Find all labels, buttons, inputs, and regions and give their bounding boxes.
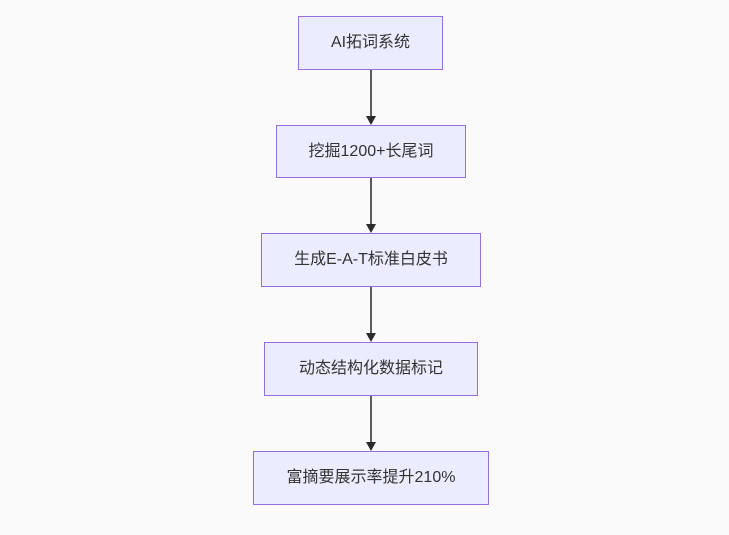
node-rich-snippet-uplift: 富摘要展示率提升210%: [253, 451, 489, 505]
node-ai-keyword-system: AI拓词系统: [298, 16, 443, 70]
flow-arrow-2: [364, 178, 377, 233]
arrowhead-down-icon: [365, 333, 376, 342]
flow-arrow-3: [364, 287, 377, 342]
node-longtail-keyword-mining: 挖掘1200+长尾词: [276, 125, 466, 178]
node-structured-data-markup: 动态结构化数据标记: [264, 342, 478, 396]
node-label: 富摘要展示率提升210%: [286, 469, 456, 487]
flow-arrow-1: [364, 70, 377, 125]
arrowhead-down-icon: [365, 116, 376, 125]
arrow-line: [369, 70, 372, 116]
node-label: AI拓词系统: [330, 34, 411, 52]
arrow-line: [369, 287, 372, 333]
node-label: 挖掘1200+长尾词: [308, 142, 434, 160]
flow-arrow-4: [364, 396, 377, 451]
arrowhead-down-icon: [365, 224, 376, 233]
node-eat-whitepaper: 生成E-A-T标准白皮书: [261, 233, 481, 287]
node-label: 动态结构化数据标记: [298, 360, 443, 378]
arrowhead-down-icon: [365, 442, 376, 451]
arrow-line: [369, 396, 372, 442]
arrow-line: [369, 178, 372, 224]
node-label: 生成E-A-T标准白皮书: [294, 251, 448, 269]
